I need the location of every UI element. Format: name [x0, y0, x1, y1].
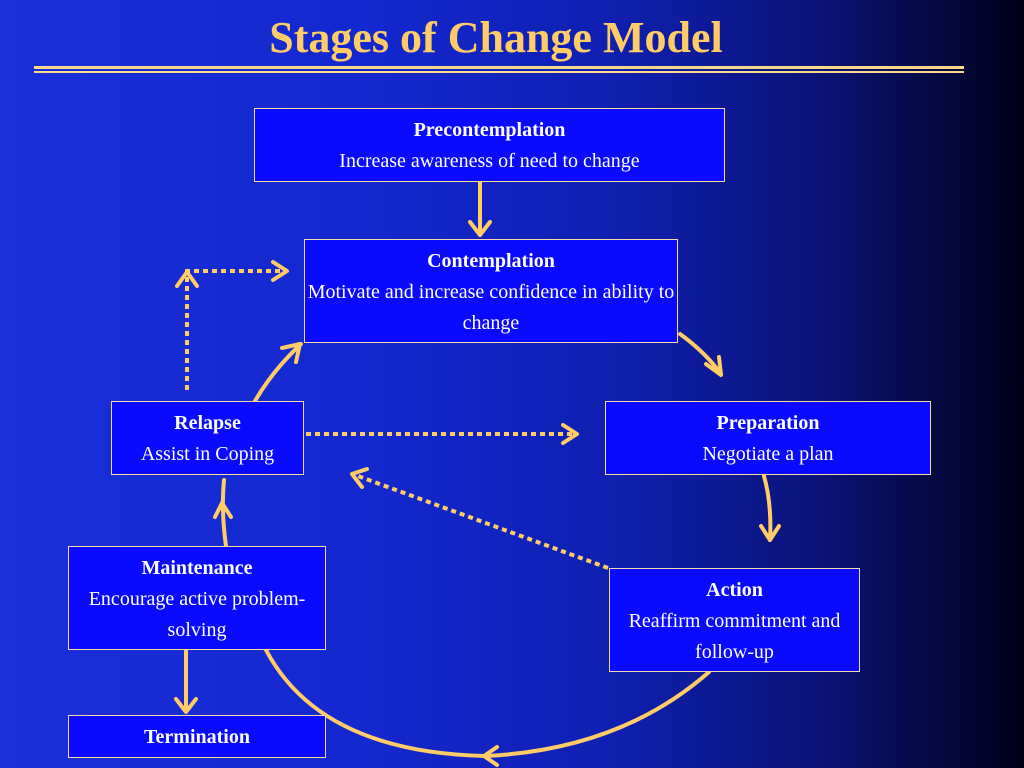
- arrow-relapse-to-contemplation: [253, 342, 303, 403]
- stage-action: Action Reaffirm commitment and follow-up: [609, 568, 860, 672]
- stage-description: Encourage active problem-solving: [88, 588, 306, 641]
- stage-name: Action: [706, 579, 763, 601]
- stage-termination: Termination: [68, 715, 326, 758]
- stage-precontemplation: Precontemplation Increase awareness of n…: [254, 108, 725, 182]
- stage-maintenance: Maintenance Encourage active problem-sol…: [68, 546, 326, 650]
- slide-title: Stages of Change Model: [269, 13, 723, 62]
- dotted-arrow-relapse-to-contemplation: [185, 269, 281, 390]
- arrow-precontemplation-to-contemplation: [468, 180, 492, 237]
- arrow-maintenance-to-relapse: [213, 478, 233, 548]
- stage-description: Motivate and increase confidence in abil…: [307, 281, 675, 334]
- stage-name: Termination: [144, 726, 250, 748]
- stage-description: Negotiate a plan: [702, 443, 834, 465]
- arrow-contemplation-to-preparation: [678, 332, 723, 377]
- stage-name: Precontemplation: [413, 119, 566, 141]
- dotted-arrow-action-to-relapse: [357, 474, 609, 570]
- arrow-maintenance-to-termination: [174, 649, 198, 714]
- stage-description: Assist in Coping: [140, 443, 275, 465]
- stage-contemplation: Contemplation Motivate and increase conf…: [304, 239, 678, 343]
- stage-preparation: Preparation Negotiate a plan: [605, 401, 931, 475]
- arrow-action-to-maintenance: [264, 648, 711, 767]
- stage-description: Increase awareness of need to change: [339, 150, 640, 172]
- stage-description: Reaffirm commitment and follow-up: [628, 610, 841, 663]
- stage-name: Maintenance: [141, 557, 253, 579]
- stage-name: Preparation: [716, 412, 820, 434]
- title-underline: [34, 66, 964, 76]
- arrow-preparation-to-action: [759, 474, 781, 542]
- stage-name: Contemplation: [427, 250, 555, 272]
- stage-relapse: Relapse Assist in Coping: [111, 401, 304, 475]
- stage-name: Relapse: [174, 412, 241, 434]
